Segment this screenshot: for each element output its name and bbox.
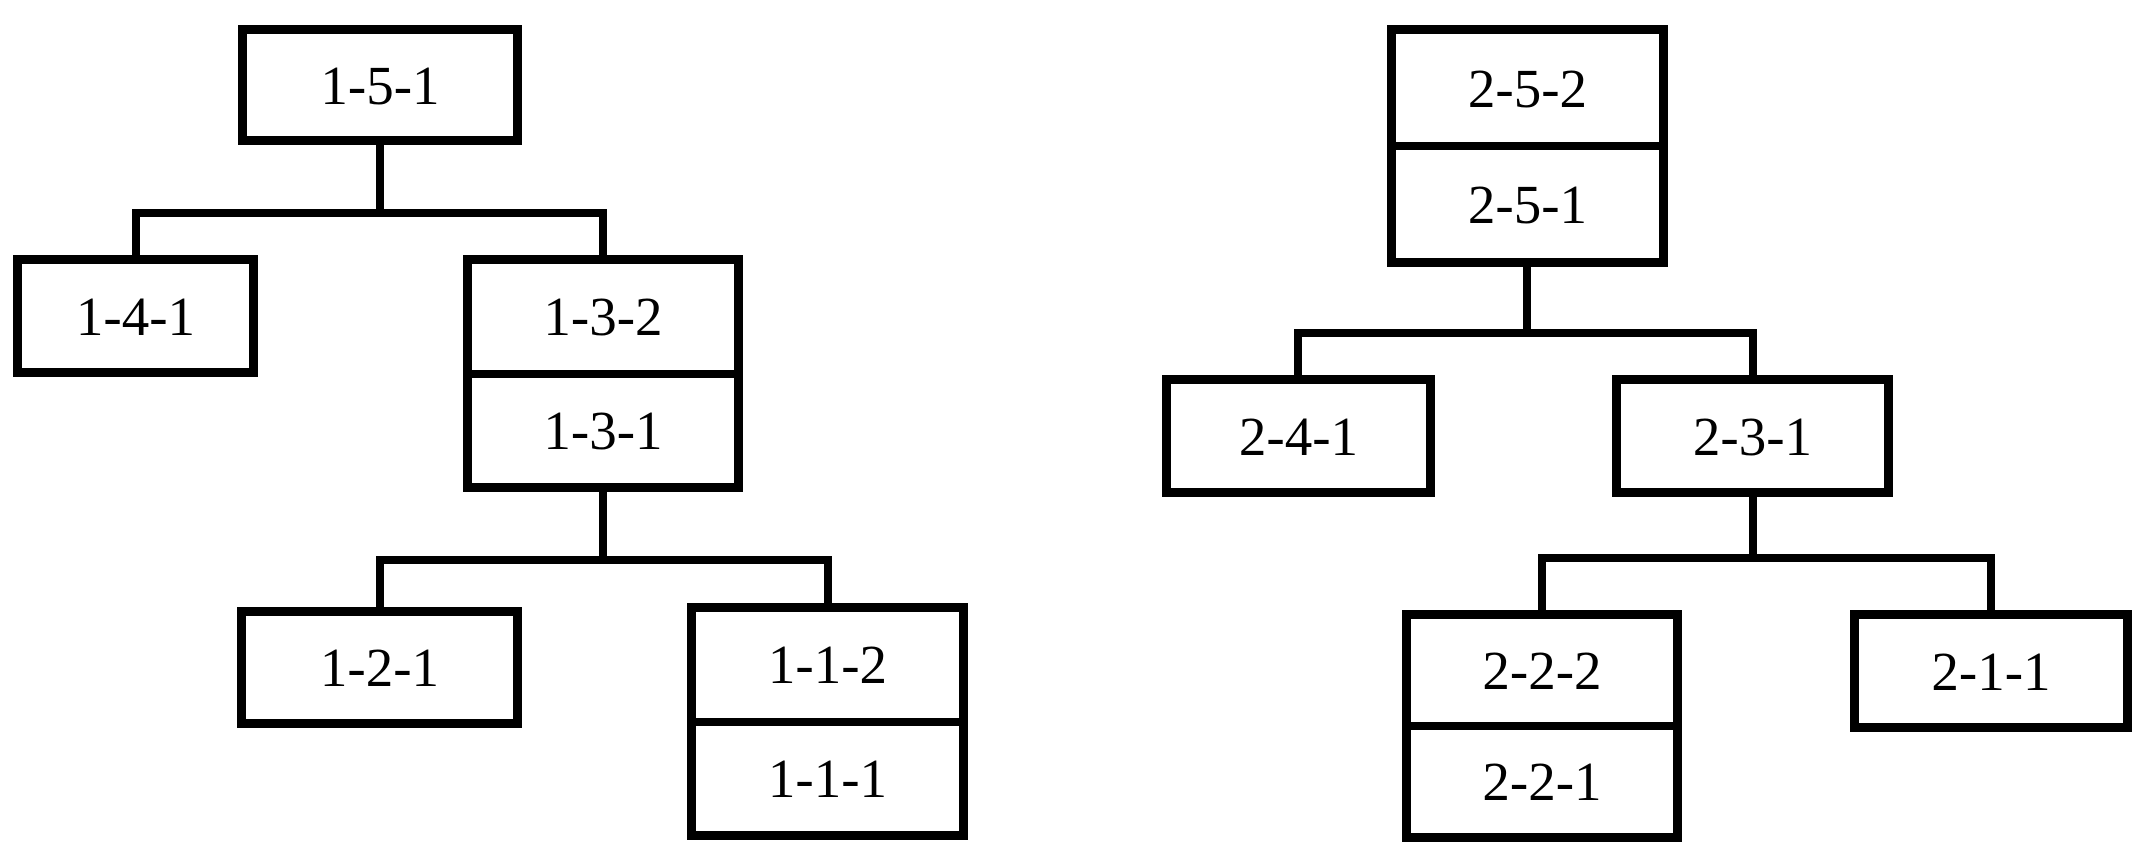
tree1-node-3: 1-3-2 1-3-1	[463, 255, 743, 492]
tree2-connector-root-drop	[1523, 267, 1531, 337]
tree1-node-1-label-bottom: 1-1-1	[696, 717, 959, 832]
tree1-node-3-label-top: 1-3-2	[543, 286, 663, 348]
tree2-connector-node-3-drop	[1749, 497, 1757, 562]
tree1-connector-to-node-3	[599, 209, 607, 255]
tree2-node-5-label-top: 2-5-2	[1467, 57, 1588, 119]
tree1-node-2-label: 1-2-1	[319, 637, 440, 698]
tree1-node-2: 1-2-1	[237, 607, 522, 728]
tree1-connector-to-node-4	[132, 209, 140, 255]
tree1-connector-to-node-1	[824, 556, 832, 603]
tree2-connector-to-node-3	[1749, 329, 1757, 375]
tree2-node-3: 2-3-1	[1612, 375, 1893, 497]
tree1-node-1-label-top: 1-1-2	[767, 634, 888, 696]
tree1-connector-level1-rail	[132, 209, 607, 217]
tree1-node-5: 1-5-1	[238, 25, 522, 145]
tree1-connector-root-drop	[376, 145, 384, 217]
tree2-connector-to-node-4	[1294, 329, 1302, 375]
tree2-node-2: 2-2-2 2-2-1	[1402, 610, 1682, 842]
tree1-connector-to-node-2	[376, 556, 384, 607]
tree2-node-4-label: 2-4-1	[1238, 405, 1359, 467]
tree1-node-3-label-bottom: 1-3-1	[472, 369, 734, 484]
tree2-node-2-label-bottom: 2-2-1	[1411, 722, 1673, 833]
tree2-connector-level2-rail	[1538, 554, 1995, 562]
tree2-node-4: 2-4-1	[1162, 375, 1435, 497]
tree2-node-2-label-top: 2-2-2	[1482, 640, 1602, 701]
tree1-node-1: 1-1-2 1-1-1	[687, 603, 968, 840]
tree2-node-1: 2-1-1	[1850, 610, 2132, 732]
tree2-node-1-label: 2-1-1	[1931, 640, 2051, 702]
tree2-connector-to-node-1	[1987, 554, 1995, 610]
tree2-node-5-label-bottom: 2-5-1	[1396, 142, 1659, 258]
tree1-connector-node-3-drop	[599, 492, 607, 564]
tree1-node-4: 1-4-1	[13, 255, 258, 377]
tree2-connector-level1-rail	[1294, 329, 1757, 337]
tree2-node-5: 2-5-2 2-5-1	[1387, 25, 1668, 267]
tree1-connector-level2-rail	[376, 556, 832, 564]
tree1-node-5-label: 1-5-1	[320, 54, 440, 116]
tree2-node-3-label: 2-3-1	[1692, 405, 1813, 467]
tree2-connector-to-node-2	[1538, 554, 1546, 610]
tree1-node-4-label: 1-4-1	[75, 285, 196, 347]
